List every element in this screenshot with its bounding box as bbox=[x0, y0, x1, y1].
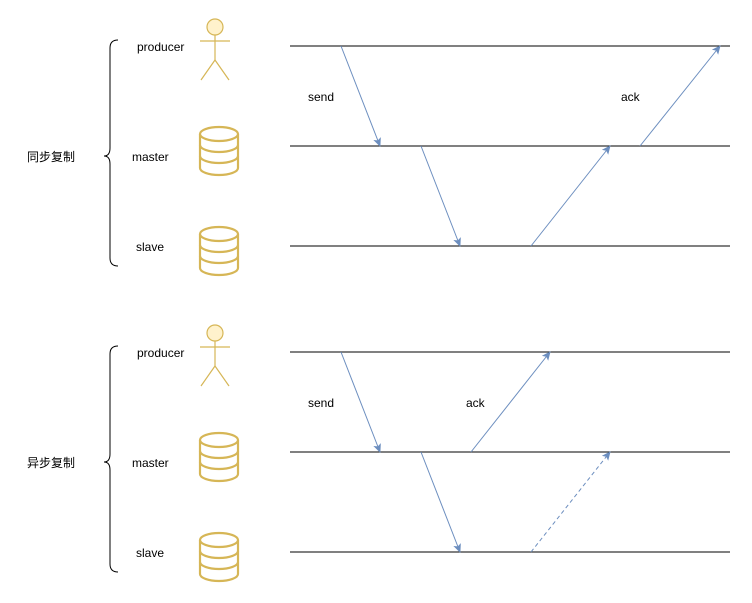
role-label-producer: producer bbox=[137, 40, 184, 54]
slave-ack-dashed-arrow bbox=[530, 451, 611, 553]
section-title: 异步复制 bbox=[27, 456, 75, 470]
producer-actor-icon bbox=[199, 18, 231, 81]
role-label-slave: slave bbox=[136, 546, 164, 560]
ack-label: ack bbox=[466, 396, 486, 410]
slave-ack-arrow bbox=[530, 145, 611, 247]
master-database-icon bbox=[198, 125, 240, 177]
sync-section: 同步复制 producer master slave send ack bbox=[27, 18, 730, 277]
brace bbox=[103, 39, 119, 267]
section-title: 同步复制 bbox=[27, 150, 75, 164]
send-arrow bbox=[340, 45, 381, 147]
role-label-master: master bbox=[132, 150, 169, 164]
producer-actor-icon bbox=[199, 324, 231, 387]
async-section: 异步复制 producer master slave send ack bbox=[27, 324, 730, 583]
brace bbox=[103, 345, 119, 573]
slave-database-icon bbox=[198, 531, 240, 583]
send-arrow bbox=[340, 351, 381, 453]
role-label-master: master bbox=[132, 456, 169, 470]
send-label: send bbox=[308, 396, 334, 410]
ack-label: ack bbox=[621, 90, 641, 104]
master-database-icon bbox=[198, 431, 240, 483]
role-label-producer: producer bbox=[137, 346, 184, 360]
send-label: send bbox=[308, 90, 334, 104]
replicate-arrow bbox=[420, 145, 461, 247]
ack-arrow bbox=[470, 351, 551, 453]
ack-arrow bbox=[639, 45, 721, 147]
role-label-slave: slave bbox=[136, 240, 164, 254]
replicate-arrow bbox=[420, 451, 461, 553]
slave-database-icon bbox=[198, 225, 240, 277]
